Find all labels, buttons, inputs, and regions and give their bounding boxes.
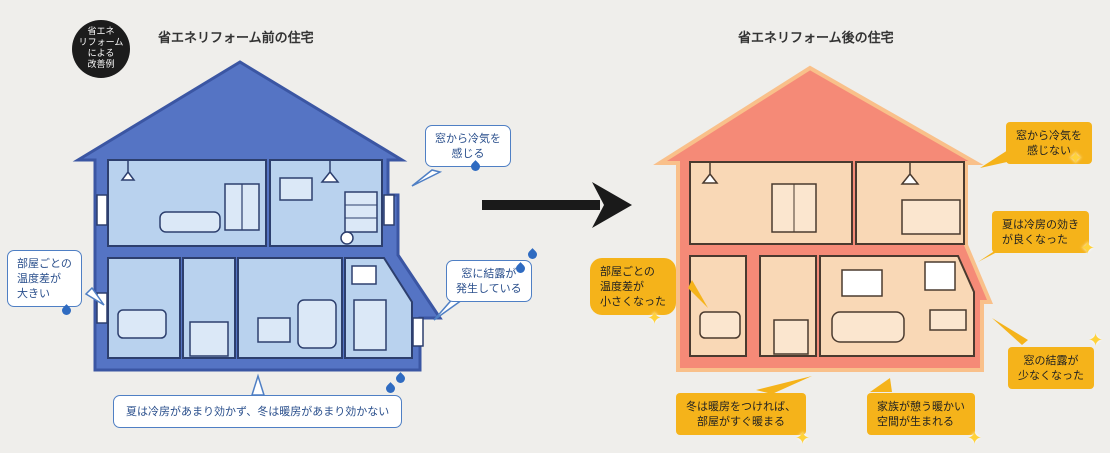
arrow-icon	[482, 182, 632, 228]
bubble-text: 部屋ごとの	[600, 265, 655, 278]
room-lower-1	[107, 257, 181, 359]
reform-badge: 省エネ リフォーム による 改善例	[72, 20, 130, 78]
cold-window-bubble: 窓から冷気を 感じる	[425, 125, 511, 167]
badge-line: 省エネ	[87, 27, 115, 37]
temp-diff-bubble: 部屋ごとの 温度差が 大きい	[7, 250, 82, 307]
bubble-text: 少なくなった	[1018, 369, 1084, 382]
bubble-tail	[992, 318, 1028, 345]
bubble-tail	[84, 286, 105, 306]
family-bubble: 家族が憩う暖かい 空間が生まれる	[867, 393, 975, 435]
badge-line: 改善例	[87, 60, 115, 70]
bubble-tail	[411, 169, 443, 187]
after-house-illustration	[653, 65, 1028, 394]
room-upper-left	[689, 161, 853, 245]
sparkle-icon: ✦	[1088, 330, 1104, 351]
temp-diff-small-bubble: 部屋ごとの 温度差が 小さくなった	[590, 258, 676, 315]
bubble-text: 感じる	[451, 147, 485, 160]
bubble-text: 冬は暖房をつければ、	[686, 400, 796, 413]
bubble-text: 温度差が	[600, 280, 644, 293]
sparkle-icon: ✦	[795, 428, 811, 449]
bubble-text: 感じない	[1027, 144, 1071, 157]
bubble-text: 空間が生まれる	[877, 415, 954, 428]
room-lower-left	[689, 255, 747, 357]
sparkle-icon: ✦	[1068, 148, 1084, 169]
bubble-tail	[870, 378, 892, 392]
sparkle-icon: ✦	[1080, 238, 1096, 259]
bubble-tail	[688, 280, 708, 308]
bubble-text: 夏は冷房の効き	[1002, 218, 1079, 231]
badge-line: リフォーム	[78, 38, 124, 48]
bubble-text: 温度差が	[17, 272, 61, 285]
bubble-text: 窓の結露が	[1023, 354, 1079, 367]
sparkle-icon: ✦	[647, 308, 663, 329]
bubble-tail	[250, 373, 266, 396]
bubble-text: 窓から冷気を	[1016, 129, 1082, 142]
bubble-text: 部屋がすぐ暖まる	[697, 415, 785, 428]
bubble-text: 部屋ごとの	[17, 257, 72, 270]
no-cold-bubble: 窓から冷気を 感じない	[1006, 122, 1092, 164]
hvac-bubble: 夏は冷房があまり効かず、冬は暖房があまり効かない	[113, 395, 403, 428]
bubble-text: 発生している	[456, 282, 522, 295]
bubble-text: 小さくなった	[600, 295, 666, 308]
bubble-tail	[756, 376, 812, 394]
bubble-text: 窓に結露が	[461, 267, 517, 280]
heating-bubble: 冬は暖房をつければ、 部屋がすぐ暖まる	[676, 393, 806, 435]
bubble-text: 大きい	[17, 287, 50, 300]
before-title: 省エネリフォーム前の住宅	[158, 31, 314, 46]
sparkle-icon: ✦	[967, 428, 983, 449]
before-house-illustration	[72, 60, 464, 396]
bubble-text: 夏は冷房があまり効かず、冬は暖房があまり効かない	[126, 405, 390, 418]
bubble-text: 窓から冷気を	[435, 132, 501, 145]
bubble-text: 家族が憩う暖かい	[877, 400, 965, 413]
badge-line: による	[87, 49, 115, 59]
cooling-bubble: 夏は冷房の効き が良くなった	[992, 211, 1089, 253]
bubble-text: が良くなった	[1002, 233, 1068, 246]
after-title: 省エネリフォーム後の住宅	[738, 31, 894, 46]
less-condensation-bubble: 窓の結露が 少なくなった	[1008, 347, 1094, 389]
